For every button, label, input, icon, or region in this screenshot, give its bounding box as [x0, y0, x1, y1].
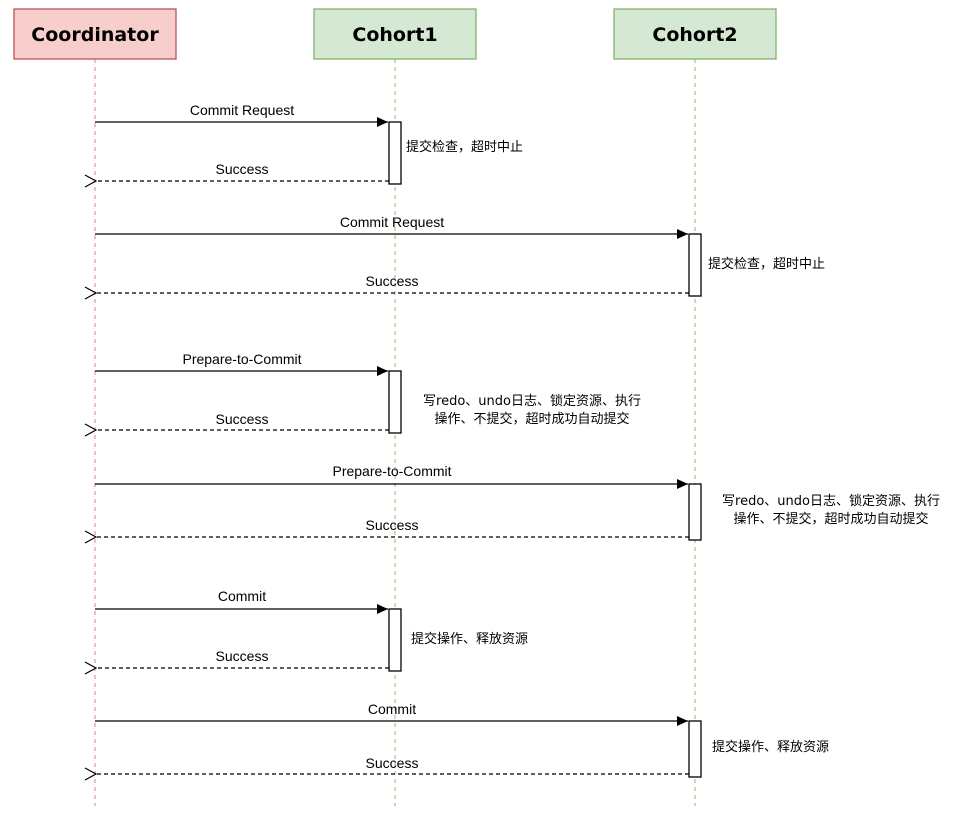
participant-label-coordinator: Coordinator: [31, 24, 159, 46]
participant-coordinator: Coordinator: [13, 8, 177, 806]
activation-note: 提交操作、释放资源: [411, 631, 528, 647]
activation-bar[interactable]: [388, 370, 402, 434]
activation-note-line-1: 写redo、undo日志、锁定资源、执行: [722, 493, 940, 509]
response-label: Success: [216, 161, 269, 177]
activation-note-line-1: 写redo、undo日志、锁定资源、执行: [423, 393, 641, 409]
activation-bar[interactable]: [388, 608, 402, 672]
request-label: Commit Request: [340, 214, 444, 230]
participant-box-cohort1[interactable]: [313, 8, 477, 60]
interaction-commit-cohort1: Commit 提交操作、释放资源 Success: [95, 588, 528, 671]
interaction-prepare-cohort2: Prepare-to-Commit 写redo、undo日志、锁定资源、执行 操…: [95, 463, 940, 540]
activation-note: 提交操作、释放资源: [712, 739, 829, 755]
response-label: Success: [366, 517, 419, 533]
interaction-commit-request-cohort2: Commit Request 提交检查，超时中止 Success: [95, 214, 825, 296]
activation-note-line-2: 操作、不提交，超时成功自动提交: [733, 511, 928, 527]
interaction-commit-request-cohort1: Commit Request 提交检查，超时中止 Success: [95, 102, 523, 184]
participant-label-cohort1: Cohort1: [352, 24, 437, 46]
participant-cohort2: Cohort2: [613, 8, 777, 806]
participant-cohort1: Cohort1: [313, 8, 477, 806]
activation-note: 提交检查，超时中止: [406, 139, 523, 155]
interaction-prepare-cohort1: Prepare-to-Commit 写redo、undo日志、锁定资源、执行 操…: [95, 351, 641, 433]
interaction-commit-cohort2: Commit 提交操作、释放资源 Success: [95, 701, 829, 777]
response-label: Success: [216, 411, 269, 427]
participant-box-coordinator[interactable]: [13, 8, 177, 60]
request-label: Commit: [368, 701, 416, 717]
activation-bar[interactable]: [688, 233, 702, 297]
response-label: Success: [366, 273, 419, 289]
participant-box-cohort2[interactable]: [613, 8, 777, 60]
activation-bar[interactable]: [388, 121, 402, 185]
request-label: Prepare-to-Commit: [332, 463, 451, 479]
activation-bar[interactable]: [688, 720, 702, 778]
activation-note: 提交检查，超时中止: [708, 256, 825, 272]
request-label: Commit: [218, 588, 266, 604]
response-label: Success: [216, 648, 269, 664]
request-label: Prepare-to-Commit: [182, 351, 301, 367]
request-label: Commit Request: [190, 102, 294, 118]
activation-note-line-2: 操作、不提交，超时成功自动提交: [434, 411, 629, 427]
activation-bar[interactable]: [688, 483, 702, 541]
participant-label-cohort2: Cohort2: [652, 24, 737, 46]
response-label: Success: [366, 755, 419, 771]
